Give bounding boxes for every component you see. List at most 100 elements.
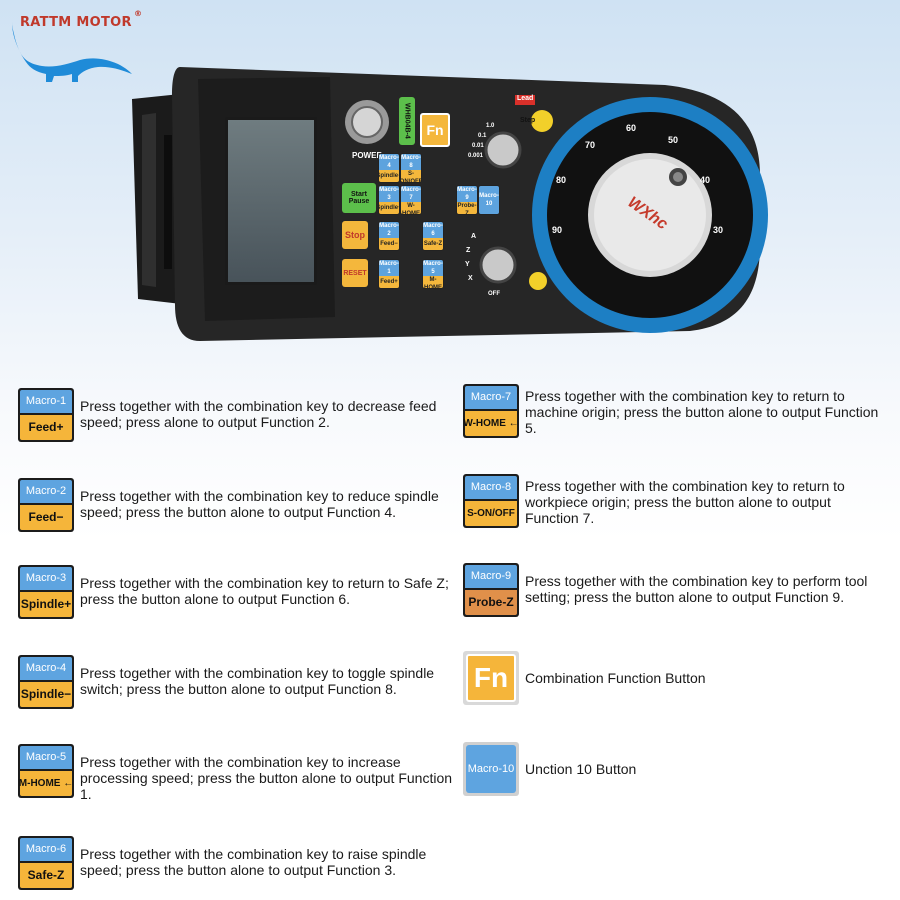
dial-number-70: 70 (585, 140, 596, 150)
device-key-macro-10[interactable]: Macro-10 (478, 185, 500, 215)
axis-label-off: OFF (488, 291, 500, 297)
start-pause-key[interactable]: Start Pause (342, 183, 376, 213)
macro-9-description: Press together with the combination key … (525, 573, 868, 605)
macro-2-description: Press together with the combination key … (80, 488, 439, 520)
badge-top: Macro-9 (465, 565, 517, 588)
model-label: WHB04B-4 (399, 97, 415, 145)
key-top: Macro-2 (379, 222, 399, 238)
key-top: Macro-10 (479, 186, 499, 214)
macro-7-description: Press together with the combination key … (525, 388, 879, 436)
fn-key[interactable]: Fn (420, 113, 450, 147)
macro-10-label: Macro-10 (466, 745, 516, 793)
badge-bot: Spindle− (20, 681, 72, 707)
key-bot: S-ON/OFF (401, 170, 421, 182)
key-top: Macro-7 (401, 186, 421, 202)
badge-bot: S-ON/OFF (465, 500, 517, 526)
dial-number-40: 40 (700, 175, 711, 185)
axis-label-a: A (471, 233, 477, 240)
start-pause-label: Start Pause (348, 191, 370, 205)
legend-fn: Fn Combination Function Button (463, 651, 883, 705)
badge-bot: Probe-Z (465, 589, 517, 615)
badge-top: Macro-5 (20, 746, 72, 769)
macro-10-description: Unction 10 Button (525, 761, 637, 777)
badge-top: Macro-1 (20, 390, 72, 413)
badge-bot: Feed− (20, 504, 72, 530)
key-bot: Spindle− (379, 170, 399, 182)
key-top: Macro-3 (379, 186, 399, 202)
power-label: POWER (352, 151, 383, 160)
reset-key[interactable]: RESET (342, 259, 368, 287)
speed-label-01: 0.1 (478, 133, 487, 139)
badge-top: Macro-7 (465, 386, 517, 409)
badge-bot: M-HOME ← (19, 770, 73, 796)
dinosaur-icon (12, 22, 132, 82)
logo-text: RATTM MOTOR (20, 15, 132, 30)
key-top: Macro-5 (423, 260, 443, 276)
fn-key-label: Fn (426, 122, 444, 138)
badge-bot: W-HOME ← (463, 410, 519, 436)
stop-label: Stop (345, 230, 365, 240)
macro-6-description: Press together with the combination key … (80, 846, 427, 878)
axis-label-x: X (468, 275, 473, 282)
dial-number-60: 60 (626, 123, 637, 133)
macro-5-description: Press together with the combination key … (80, 754, 453, 802)
key-bot: Feed− (379, 238, 399, 250)
axis-label-z: Z (466, 247, 471, 254)
mpg-pendant: POWER Step Lead WXhc WHB04B-4 Fn Start P… (120, 55, 780, 345)
badge-top: Macro-3 (20, 567, 72, 590)
speed-label-0001: 0.001 (468, 153, 484, 159)
key-top: Macro-6 (423, 222, 443, 238)
badge-bot: Feed+ (20, 414, 72, 440)
fn-key-icon: Fn (463, 651, 519, 705)
macro-10-key-icon: Macro-10 (463, 742, 519, 796)
key-bot: Spindle+ (379, 202, 399, 214)
badge-top: Macro-6 (20, 838, 72, 861)
dial-number-80: 80 (556, 175, 567, 185)
dial-number-90: 90 (552, 225, 563, 235)
key-bot: Safe-Z (423, 238, 443, 250)
axis-label-y: Y (465, 261, 470, 268)
key-top: Macro-9 (457, 186, 477, 202)
model-text: WHB04B-4 (403, 103, 411, 139)
key-top: Macro-1 (379, 260, 399, 276)
pendant-body (132, 67, 768, 341)
key-bot: M-HOME (423, 276, 443, 288)
legend-macro-10: Macro-10 Unction 10 Button (463, 742, 883, 796)
key-top: Macro-8 (401, 154, 421, 170)
macro-1-description: Press together with the combination key … (80, 398, 437, 430)
key-bot: Probe-Z (457, 202, 477, 214)
stop-key[interactable]: Stop (342, 221, 368, 249)
badge-top: Macro-4 (20, 657, 72, 680)
badge-bot: Spindle+ (20, 591, 72, 617)
macro-8-description: Press together with the combination key … (525, 478, 845, 526)
fn-label: Fn (466, 654, 516, 702)
speed-label-10: 1.0 (486, 123, 495, 129)
reset-label: RESET (343, 269, 367, 277)
speed-label-001: 0.01 (472, 143, 484, 149)
